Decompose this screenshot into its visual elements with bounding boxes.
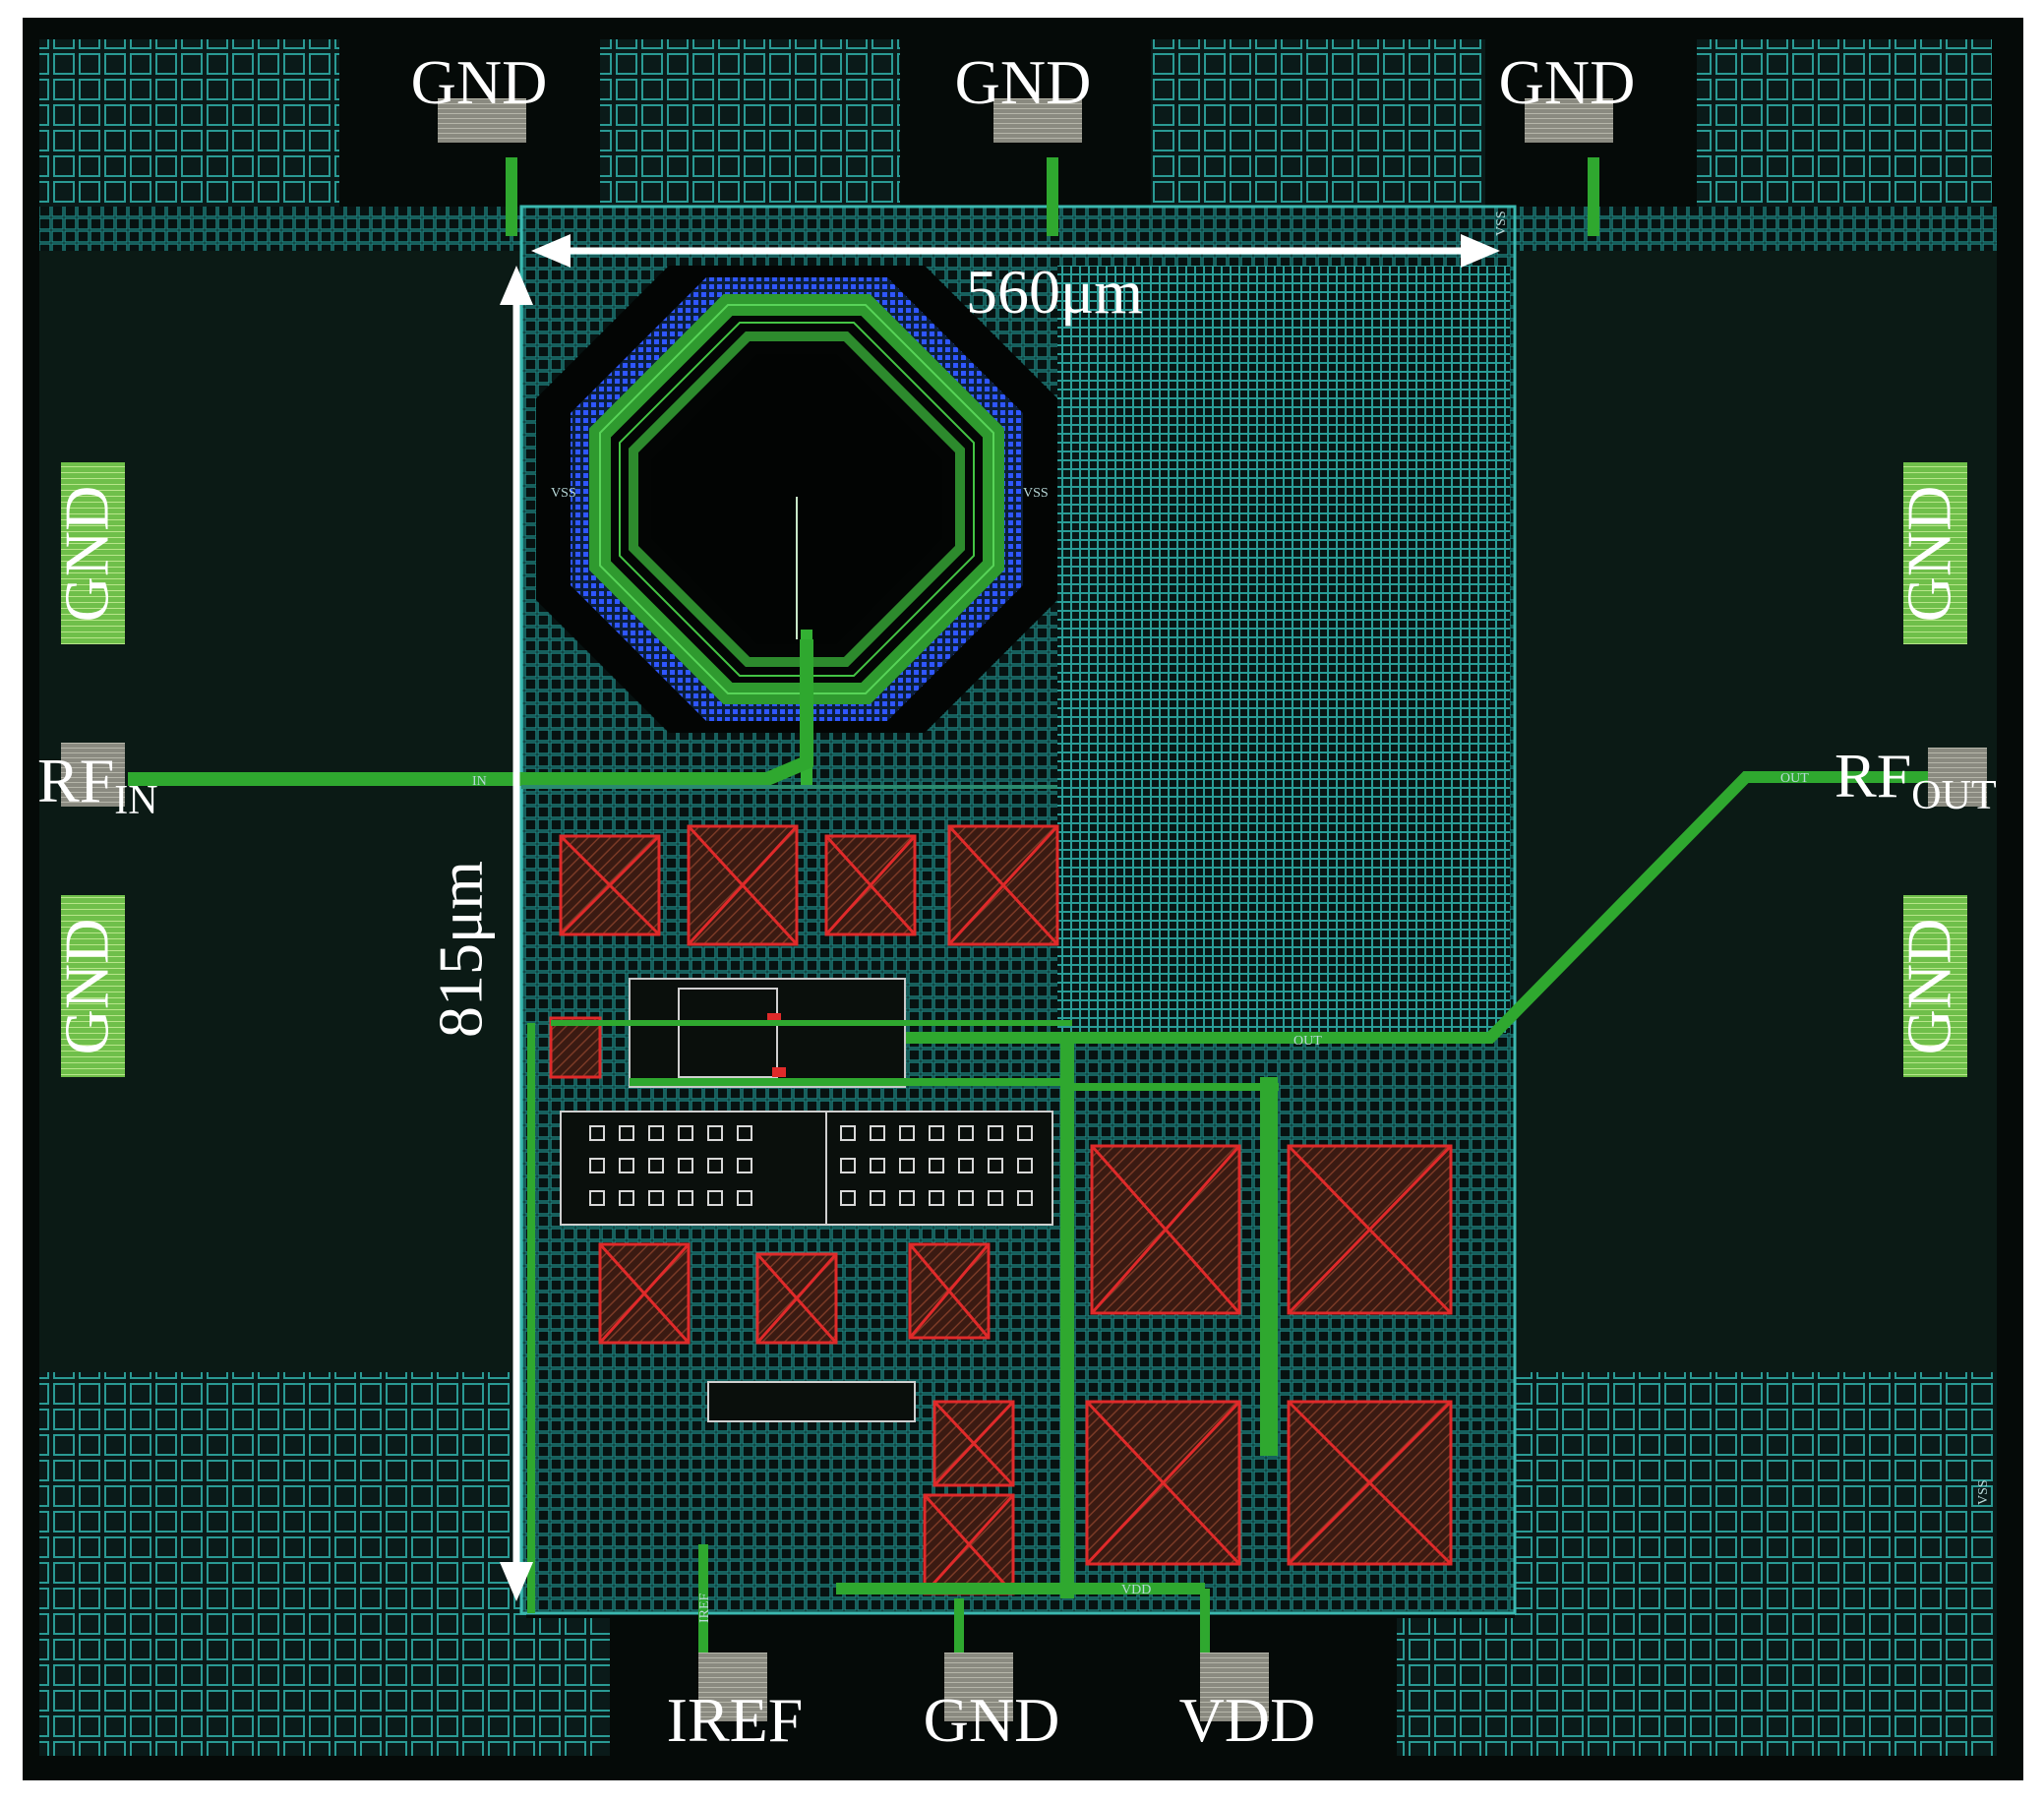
finger-cell: [707, 1158, 723, 1173]
bottom-pads: [698, 1653, 1269, 1721]
top-pad-label-1: GND: [411, 47, 548, 117]
finger-cell: [648, 1125, 664, 1141]
right-pad-label-lower: GND: [1894, 919, 1964, 1055]
net-label-vdd: VDD: [1121, 1583, 1151, 1597]
bottom-pad-label-iref: IREF: [667, 1685, 804, 1755]
capacitor-row-middle: [598, 1242, 991, 1345]
finger-cell: [870, 1190, 885, 1206]
finger-cell: [870, 1125, 885, 1141]
finger-cell: [1017, 1125, 1033, 1141]
top-pad-label-3: GND: [1499, 47, 1636, 117]
finger-cell: [619, 1158, 634, 1173]
bottom-pad-label-vdd: VDD: [1179, 1685, 1316, 1755]
rf-traces: [128, 639, 1928, 1044]
supply-routing: [506, 157, 1599, 1653]
finger-cell: [958, 1190, 974, 1206]
finger-cell: [619, 1190, 634, 1206]
finger-cell: [589, 1158, 605, 1173]
transistor-block: [549, 978, 1072, 1088]
height-dimension-label: 815μm: [426, 861, 496, 1038]
finger-cell: [899, 1158, 915, 1173]
finger-cell: [737, 1190, 752, 1206]
height-dimension-arrow: [500, 266, 533, 1601]
finger-cell: [737, 1158, 752, 1173]
capacitor-row-upper: [559, 824, 1059, 946]
net-label-in: IN: [472, 774, 487, 789]
finger-cell: [958, 1125, 974, 1141]
finger-cell: [899, 1190, 915, 1206]
width-dimension-arrow: [531, 234, 1500, 268]
spiral-inductor: [536, 266, 1057, 787]
finger-cell: [707, 1190, 723, 1206]
net-label-vss-right: VSS: [1023, 486, 1049, 501]
top-pad-label-2: GND: [955, 47, 1092, 117]
finger-cell: [648, 1158, 664, 1173]
finger-cell: [1017, 1158, 1033, 1173]
finger-cell: [958, 1158, 974, 1173]
finger-cell: [678, 1190, 693, 1206]
finger-cell: [840, 1190, 856, 1206]
left-pad-label-upper: GND: [52, 486, 122, 623]
rf-out-label: RFOUT: [1834, 741, 1997, 818]
top-pads: [438, 98, 1613, 143]
net-label-out-core: OUT: [1293, 1034, 1322, 1049]
finger-cell: [589, 1190, 605, 1206]
finger-cell: [899, 1125, 915, 1141]
left-dark-region: [39, 251, 521, 1372]
rf-in-label: RFIN: [37, 746, 158, 823]
side-pads: [61, 462, 1987, 1077]
finger-cells: [589, 1125, 1033, 1206]
finger-cell: [678, 1158, 693, 1173]
bottom-pad-label-gnd: GND: [924, 1685, 1060, 1755]
right-pad-label-upper: GND: [1894, 486, 1964, 623]
finger-cell: [678, 1125, 693, 1141]
finger-cell: [1017, 1190, 1033, 1206]
net-label-out: OUT: [1780, 771, 1809, 786]
left-pad-label-lower: GND: [52, 919, 122, 1055]
finger-cell: [707, 1125, 723, 1141]
net-label-vss-left: VSS: [551, 486, 576, 501]
finger-cell: [988, 1190, 1003, 1206]
core-outline: [519, 205, 1517, 1615]
bottom-ground-banks: [39, 1372, 1997, 1756]
net-label-iref: IREF: [697, 1593, 712, 1623]
finger-cell: [619, 1125, 634, 1141]
finger-cell: [870, 1158, 885, 1173]
finger-cell: [929, 1158, 944, 1173]
finger-cell: [648, 1190, 664, 1206]
finger-cell: [988, 1158, 1003, 1173]
right-dark-region: [1515, 251, 1997, 1372]
core-grid-fill: [1057, 266, 1510, 1033]
finger-cell: [988, 1125, 1003, 1141]
finger-cell: [589, 1125, 605, 1141]
width-dimension-label: 560μm: [966, 257, 1143, 327]
net-label-vss-top: VSS: [1494, 210, 1509, 236]
finger-cell: [840, 1158, 856, 1173]
finger-cell: [840, 1125, 856, 1141]
net-label-vss-bottom: VSS: [1976, 1479, 1991, 1505]
finger-cell: [929, 1190, 944, 1206]
finger-cell: [737, 1125, 752, 1141]
finger-cell: [929, 1125, 944, 1141]
bypass-capacitors: [707, 1144, 1453, 1595]
